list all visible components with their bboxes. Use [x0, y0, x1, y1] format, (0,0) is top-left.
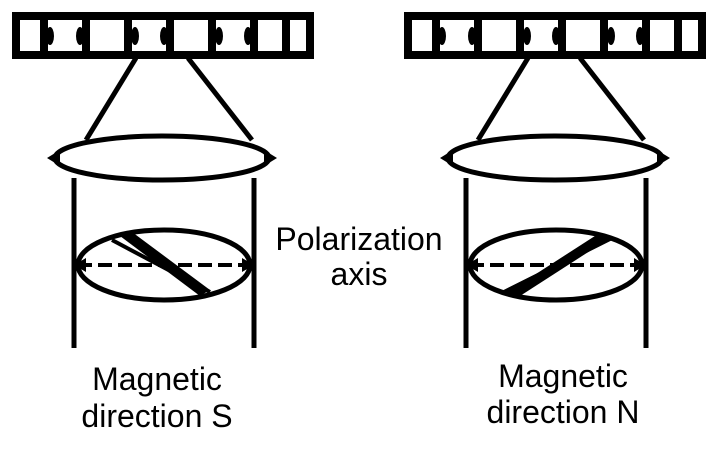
left-cylinder — [71, 178, 257, 348]
right-label-line1: Magnetic — [498, 358, 628, 394]
right-light-cone — [475, 56, 646, 142]
polarization-axis-label-line2: axis — [331, 256, 388, 292]
left-assembly: Magnetic direction S — [12, 12, 314, 434]
right-lens — [440, 133, 670, 183]
left-polarizer — [74, 227, 254, 303]
polarization-axis-label-line1: Polarization — [275, 221, 442, 257]
right-cylinder — [463, 178, 649, 348]
left-lens — [47, 133, 277, 183]
right-assembly: Magnetic direction N — [404, 12, 706, 430]
right-polarizer — [466, 227, 646, 303]
left-label-line2: direction S — [81, 398, 232, 434]
left-label-line1: Magnetic — [92, 361, 222, 397]
right-label-line2: direction N — [487, 394, 640, 430]
left-light-source — [12, 12, 314, 59]
right-light-source — [404, 12, 706, 59]
left-light-cone — [83, 56, 254, 142]
